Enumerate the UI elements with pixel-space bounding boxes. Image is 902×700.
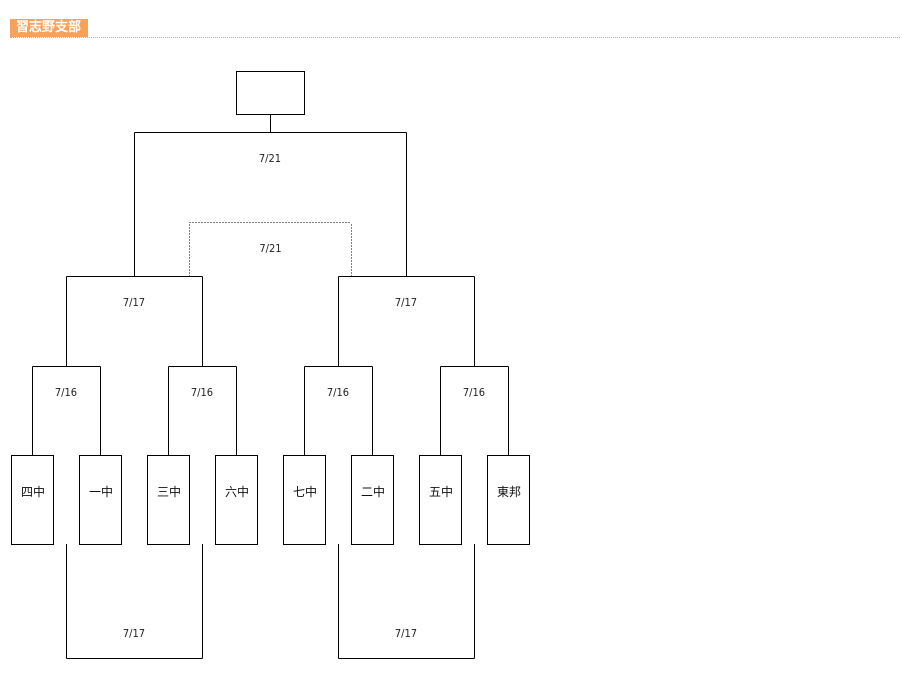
team-name-3: 三中 xyxy=(156,485,181,499)
team-box-2 xyxy=(79,455,122,545)
first-round-date-3: 7/16 xyxy=(326,386,350,399)
consolation-date-2: 7/17 xyxy=(394,627,418,640)
team-name-5: 七中 xyxy=(292,485,317,499)
champion-box xyxy=(236,71,305,115)
team-name-8: 東邦 xyxy=(496,485,521,499)
first-round-date-2: 7/16 xyxy=(190,386,214,399)
team-box-6 xyxy=(351,455,394,545)
section-title: 習志野支部 xyxy=(10,19,89,37)
team-box-3 xyxy=(147,455,190,545)
team-name-6: 二中 xyxy=(360,485,385,499)
team-box-1 xyxy=(11,455,54,545)
team-name-4: 六中 xyxy=(224,485,249,499)
section-header: 習志野支部 xyxy=(10,19,900,38)
team-box-8 xyxy=(487,455,530,545)
team-name-2: 一中 xyxy=(88,485,113,499)
semifinal-date-2: 7/17 xyxy=(394,296,418,309)
team-name-1: 四中 xyxy=(20,485,45,499)
team-box-4 xyxy=(215,455,258,545)
team-box-7 xyxy=(419,455,462,545)
team-box-5 xyxy=(283,455,326,545)
final-date: 7/21 xyxy=(258,152,282,165)
team-name-7: 五中 xyxy=(428,485,453,499)
consolation-date-1: 7/17 xyxy=(122,627,146,640)
third-place-date: 7/21 xyxy=(259,242,282,255)
semifinal-date-1: 7/17 xyxy=(122,296,146,309)
first-round-date-4: 7/16 xyxy=(462,386,486,399)
first-round-date-1: 7/16 xyxy=(54,386,78,399)
